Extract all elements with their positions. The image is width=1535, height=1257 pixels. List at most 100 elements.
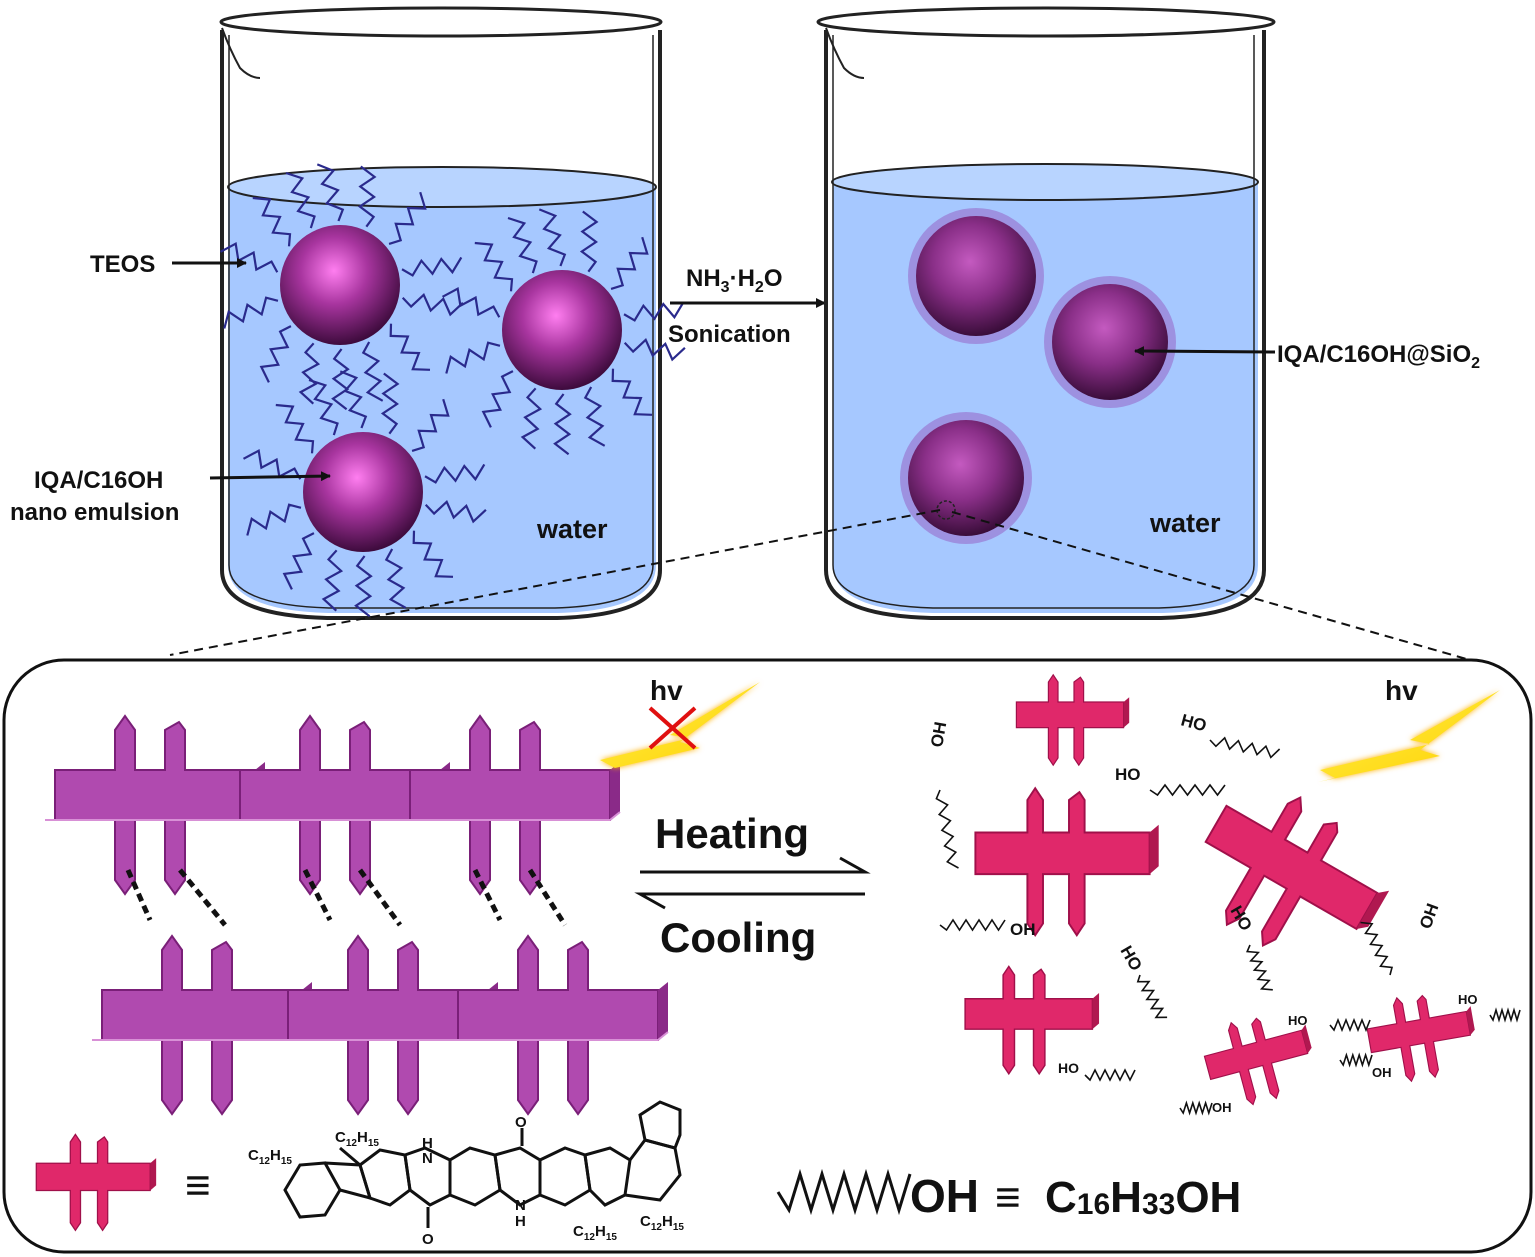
svg-text:C12H15: C12H15 — [640, 1213, 684, 1233]
svg-text:OH: OH — [927, 720, 950, 748]
teos-chain — [219, 242, 279, 273]
svg-text:HO: HO — [1058, 1060, 1079, 1076]
teos-chain — [384, 548, 407, 609]
reverse-half-arrow — [634, 892, 865, 910]
structure-labels: C12H15 C12H15 C12H15 C12H15 H N N H O O — [248, 1114, 684, 1248]
teos-chain — [623, 337, 686, 362]
reagent-label: NH3·H2O — [686, 265, 782, 296]
light-bolt-right-icon — [1318, 690, 1500, 782]
equiv-symbol-2: ≡ — [995, 1173, 1021, 1222]
forward-half-arrow — [640, 856, 871, 874]
teos-chain — [411, 398, 450, 452]
hydrogen-bonds — [125, 868, 568, 927]
blocked-cross-icon — [648, 706, 697, 750]
zoom-line-left — [169, 509, 941, 656]
svg-text:OH: OH — [1010, 920, 1036, 939]
teos-chain — [275, 403, 315, 454]
teos-chain — [361, 341, 384, 402]
teos-chain — [223, 296, 279, 329]
hexadecanol-formula: C16H33OH — [1045, 1173, 1241, 1222]
svg-text:C12H15: C12H15 — [573, 1223, 617, 1243]
alcohol-chain — [1149, 783, 1226, 797]
emulsion-label-line1: IQA/C16OH — [34, 467, 163, 494]
water-right — [833, 180, 1258, 613]
water-surface-left — [227, 166, 657, 208]
alcohol-chain — [939, 918, 1006, 932]
svg-text:OH: OH — [1212, 1100, 1232, 1115]
teos-chain — [246, 503, 302, 536]
zoom-region-marker — [936, 500, 956, 520]
teos-chain — [282, 532, 315, 590]
svg-text:N: N — [422, 1150, 433, 1167]
alcohol-chain — [1329, 1017, 1371, 1033]
teos-chain — [481, 370, 514, 428]
alcohol-chain — [1179, 1100, 1213, 1116]
hv-label-left: hv — [650, 675, 683, 706]
legend-oh-label: OH — [910, 1170, 979, 1222]
svg-text:N: N — [515, 1197, 526, 1214]
teos-chain — [507, 216, 538, 274]
alkyl-chain-legend-icon — [776, 1168, 912, 1216]
iqa-chemical-structure — [283, 1100, 682, 1228]
teos-chain — [445, 341, 501, 374]
teos-chain — [321, 549, 344, 612]
teos-chain — [259, 325, 292, 383]
svg-text:H: H — [515, 1213, 526, 1230]
teos-chain — [380, 372, 400, 435]
alcohol-chain — [935, 789, 959, 869]
teos-label: TEOS — [90, 251, 155, 278]
teos-chain — [579, 210, 599, 273]
cooling-label: Cooling — [660, 914, 816, 961]
teos-chain — [308, 378, 339, 436]
hv-label-right: hv — [1385, 675, 1418, 706]
svg-text:C12H15: C12H15 — [335, 1129, 379, 1149]
water-surface-right — [831, 163, 1259, 201]
light-bolt-left-icon — [598, 682, 760, 772]
teos-chain — [401, 292, 464, 317]
teos-chain — [610, 236, 649, 290]
teos-chain — [316, 163, 345, 222]
svg-text:HO: HO — [1458, 992, 1478, 1007]
teos-chain — [339, 370, 368, 429]
emulsion-arrow — [209, 471, 331, 482]
teos-chain — [354, 555, 373, 618]
sonication-label: Sonication — [668, 321, 791, 348]
water-label-right: water — [1149, 508, 1221, 538]
teos-chain — [252, 196, 292, 247]
teos-chain — [538, 208, 567, 267]
teos-chains — [219, 163, 686, 618]
alcohol-chain — [1360, 921, 1394, 976]
equiv-symbol-1: ≡ — [185, 1161, 211, 1210]
alcohol-chain — [1489, 1007, 1521, 1023]
svg-text:C12H15: C12H15 — [248, 1147, 292, 1167]
heating-label: Heating — [655, 810, 809, 857]
alcohol-chain — [1246, 944, 1273, 991]
teos-chain — [298, 342, 321, 405]
product-label: IQA/C16OH@SiO2 — [1277, 341, 1480, 372]
teos-chain — [389, 323, 431, 371]
product-arrow — [1134, 346, 1276, 357]
alcohol-chains — [935, 736, 1521, 1116]
svg-text:HO: HO — [1115, 765, 1141, 784]
teos-chain — [285, 171, 316, 229]
teos-chain — [441, 287, 501, 318]
teos-chain — [583, 386, 606, 447]
teos-chain — [424, 463, 486, 484]
teos-chain — [553, 393, 572, 456]
alcohol-chain — [1339, 1052, 1373, 1068]
teos-chain — [520, 387, 543, 450]
emulsion-label-line2: nano emulsion — [10, 499, 179, 526]
alcohol-chain — [1084, 1068, 1136, 1082]
water-label-left: water — [536, 514, 608, 544]
teos-chain — [242, 449, 302, 480]
teos-chain — [357, 165, 377, 228]
teos-chain — [611, 368, 653, 416]
svg-text:H: H — [422, 1135, 433, 1152]
teos-chain — [388, 191, 427, 245]
svg-text:O: O — [422, 1231, 434, 1248]
svg-text:OH: OH — [1372, 1065, 1392, 1080]
teos-chain — [474, 241, 514, 292]
teos-chain — [401, 256, 463, 277]
emulsion-droplet — [280, 225, 400, 345]
alcohol-chain — [1136, 974, 1168, 1019]
